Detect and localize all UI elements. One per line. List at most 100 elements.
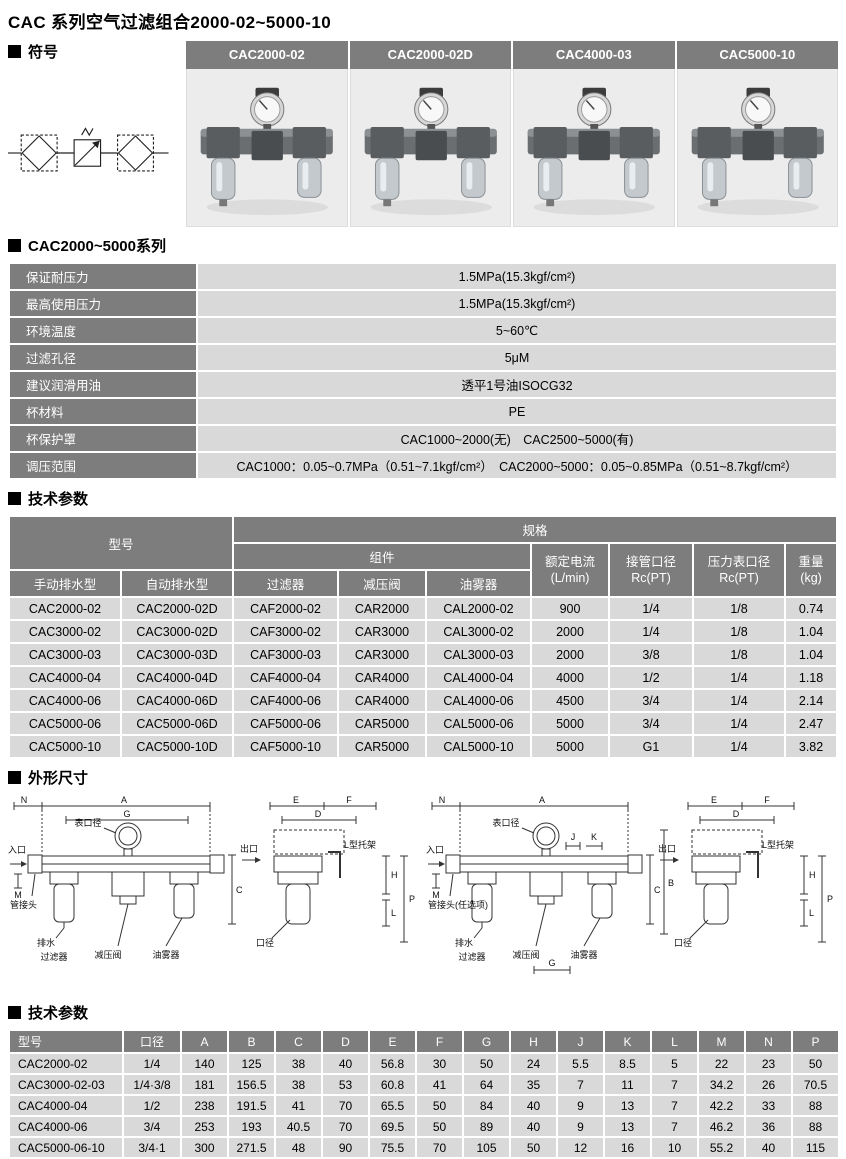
- header-line: (L/min): [550, 571, 590, 585]
- table-cell: CAR4000: [339, 690, 426, 711]
- table-cell: 10: [652, 1138, 697, 1157]
- section-header-series: CAC2000~5000系列: [8, 235, 838, 256]
- outline-drawings: N A G 表口径 入口 M 管接头 管接头(任选项) 排水 过滤器 减压阀 油…: [8, 794, 838, 994]
- table-row: 建议润滑用油透平1号油ISOCG32: [10, 372, 836, 397]
- table-cell: 5: [652, 1054, 697, 1073]
- table-cell: 40: [323, 1054, 368, 1073]
- section-title-dimensions: 技术参数: [28, 1005, 89, 1022]
- table-cell: 1/2: [124, 1096, 180, 1115]
- dim-label-m: M: [14, 890, 22, 900]
- table-cell: 60.8: [370, 1075, 415, 1094]
- table-cell: CAL4000-04: [427, 667, 531, 688]
- table-cell: 36: [746, 1117, 791, 1136]
- table-cell: 50: [511, 1138, 556, 1157]
- table-cell: CAC4000-06: [10, 1117, 122, 1136]
- label-bore: 口径: [674, 937, 692, 948]
- dim-label-h: H: [809, 870, 816, 880]
- table-cell: 65.5: [370, 1096, 415, 1115]
- section-title-symbols: 符号: [28, 44, 59, 61]
- product-column: CAC4000-03: [513, 41, 675, 227]
- table-cell: CAC4000-04: [10, 1096, 122, 1115]
- table-cell: 1.04: [786, 621, 837, 642]
- table-cell: 105: [464, 1138, 509, 1157]
- spec-value: 1.5MPa(15.3kgf/cm²): [198, 291, 836, 316]
- table-cell: 69.5: [370, 1117, 415, 1136]
- spec-label: 环境温度: [10, 318, 196, 343]
- table-cell: 33: [746, 1096, 791, 1115]
- page-title: CAC 系列空气过滤组合2000-02~5000-10: [8, 13, 332, 32]
- label-regulator: 减压阀: [512, 949, 539, 960]
- outline-drawing: N A G 表口径 入口 M 管接头 管接头(任选项) 排水 过滤器 减压阀 油…: [8, 795, 415, 962]
- label-outlet: 出口: [240, 843, 258, 854]
- table-cell: CAR4000: [339, 667, 426, 688]
- table-cell: CAL3000-02: [427, 621, 531, 642]
- table-cell: CAC5000-06D: [122, 713, 233, 734]
- column-header: C: [276, 1031, 321, 1052]
- dim-label-f: F: [764, 795, 770, 805]
- table-cell: 41: [276, 1096, 321, 1115]
- table-cell: 238: [182, 1096, 227, 1115]
- spec-value: 5~60℃: [198, 318, 836, 343]
- spec-value: 1.5MPa(15.3kgf/cm²): [198, 264, 836, 289]
- label-regulator: 减压阀: [94, 949, 121, 960]
- column-header: J: [558, 1031, 603, 1052]
- dim-label-d: D: [315, 809, 322, 819]
- dim-label-b: B: [668, 878, 674, 888]
- dim-label-n: N: [21, 795, 28, 805]
- dim-label-l: L: [391, 908, 396, 918]
- dim-label-p: P: [409, 894, 415, 904]
- dim-label-g-bottom: G: [548, 958, 555, 968]
- dim-label-a: A: [539, 795, 545, 805]
- table-cell: 35: [511, 1075, 556, 1094]
- label-drain: 排水: [455, 937, 473, 948]
- product-photo-image: [677, 70, 837, 225]
- dim-label-g: G: [123, 809, 130, 819]
- table-cell: CAC5000-06: [10, 713, 120, 734]
- dim-label-l: L: [809, 908, 814, 918]
- label-l-bracket: L型托架: [762, 839, 794, 850]
- column-header: 型号: [10, 1031, 122, 1052]
- table-cell: 7: [652, 1096, 697, 1115]
- label-drain: 排水: [37, 937, 55, 948]
- table-cell: 2.47: [786, 713, 837, 734]
- table-cell: 42.2: [699, 1096, 744, 1115]
- dim-label-f: F: [346, 795, 352, 805]
- table-cell: 70: [323, 1096, 368, 1115]
- table-cell: 34.2: [699, 1075, 744, 1094]
- column-header-spec: 规格: [234, 517, 837, 542]
- table-cell: 23: [746, 1054, 791, 1073]
- section-header-dimensions: 技术参数: [8, 1002, 838, 1023]
- product-photo: [513, 69, 675, 227]
- label-lubricator: 油雾器: [570, 949, 597, 960]
- table-cell: 0.74: [786, 598, 837, 619]
- table-cell: CAC4000-06: [10, 690, 120, 711]
- dim-label-m: M: [432, 890, 440, 900]
- table-cell: CAL5000-10: [427, 736, 531, 757]
- section-tech-params: 技术参数 型号 规格 组件 额定电流 (L/min): [8, 488, 838, 759]
- table-cell: 1/8: [694, 621, 785, 642]
- column-header-component: 组件: [234, 544, 531, 569]
- table-cell: 125: [229, 1054, 274, 1073]
- column-header-gauge-bore: 压力表口径 Rc(PT): [694, 544, 785, 596]
- table-cell: 40: [746, 1138, 791, 1157]
- dim-label-n: N: [439, 795, 446, 805]
- table-cell: 30: [417, 1054, 462, 1073]
- table-cell: CAF4000-04: [234, 667, 338, 688]
- table-cell: 70: [417, 1138, 462, 1157]
- spec-value: PE: [198, 399, 836, 424]
- table-cell: 5.5: [558, 1054, 603, 1073]
- table-cell: 1/8: [694, 598, 785, 619]
- table-cell: CAC4000-04: [10, 667, 120, 688]
- table-cell: 900: [532, 598, 609, 619]
